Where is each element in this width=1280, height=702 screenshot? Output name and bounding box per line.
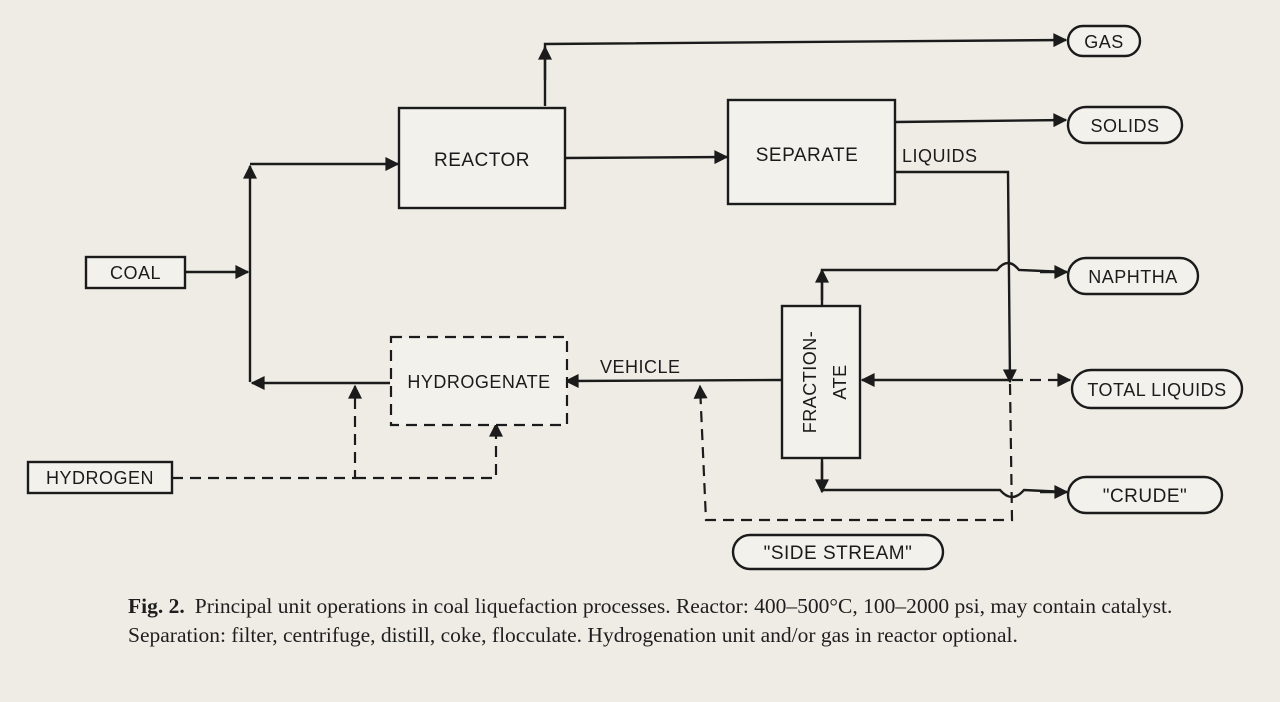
reactor-to-gas xyxy=(543,33,1068,106)
solid-flow-lines xyxy=(185,33,1069,499)
solids-label: SOLIDS xyxy=(1090,116,1159,136)
hydrogen-label: HYDROGEN xyxy=(46,468,154,488)
solids-terminal: SOLIDS xyxy=(1066,105,1184,145)
hydrogen-to-hydrogenate xyxy=(355,422,503,480)
liquids-line xyxy=(896,170,1017,384)
separate-to-solids xyxy=(895,113,1068,128)
hydrogenate-box: HYDROGENATE xyxy=(389,335,569,427)
hydrogen-box: HYDROGEN xyxy=(26,460,174,495)
reactor-label: REACTOR xyxy=(434,150,530,171)
side-stream-terminal: "SIDE STREAM" xyxy=(731,533,945,571)
fractionate-label-line2: ATE xyxy=(830,364,850,399)
separate-label: SEPARATE xyxy=(756,145,859,166)
hydrogenate-label: HYDROGENATE xyxy=(407,372,550,392)
reactor-to-separate xyxy=(564,150,729,165)
figure-caption-label: Fig. 2. xyxy=(128,594,185,618)
vehicle-flow-label: VEHICLE xyxy=(600,357,681,377)
fractionate-to-naphtha xyxy=(820,261,1067,306)
fractionate-to-hydrogenate-vehicle xyxy=(564,373,783,388)
fractionate-label-line1: FRACTION- xyxy=(800,331,820,434)
liquids-flow-label: LIQUIDS xyxy=(902,146,978,166)
coal-liquefaction-flow-diagram: COAL REACTOR SEPARATE HYDROGENATE HYDROG… xyxy=(26,24,1244,571)
side-stream-label: "SIDE STREAM" xyxy=(764,543,913,564)
naphtha-label: NAPHTHA xyxy=(1088,267,1178,287)
dashed-flow-lines xyxy=(172,373,1072,522)
separate-box: SEPARATE xyxy=(726,98,897,206)
coal-label: COAL xyxy=(110,263,161,283)
total-liquids-terminal: TOTAL LIQUIDS xyxy=(1070,368,1244,410)
hydrogen-to-main-line xyxy=(172,384,362,480)
coal-box: COAL xyxy=(84,255,187,290)
naphtha-terminal: NAPHTHA xyxy=(1066,256,1200,296)
figure-caption-text: Principal unit operations in coal liquef… xyxy=(128,594,1173,647)
fractionate-to-crude xyxy=(820,458,1067,499)
crude-label: "CRUDE" xyxy=(1103,486,1188,507)
crude-terminal: "CRUDE" xyxy=(1066,475,1224,515)
reactor-box: REACTOR xyxy=(397,106,567,210)
total-liquids-label: TOTAL LIQUIDS xyxy=(1087,380,1226,400)
side-stream-loop xyxy=(693,383,1014,522)
figure-caption: Fig. 2.Principal unit operations in coal… xyxy=(128,592,1238,650)
gas-label: GAS xyxy=(1084,32,1124,52)
fractionate-box: FRACTION- ATE xyxy=(780,304,862,460)
gas-terminal: GAS xyxy=(1066,24,1142,58)
